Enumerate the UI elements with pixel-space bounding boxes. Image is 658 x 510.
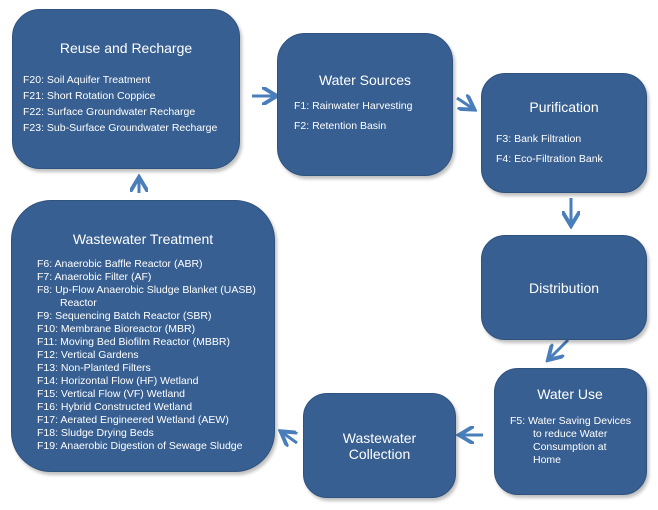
list-item: F23: Sub-Surface Groundwater Recharge xyxy=(23,122,218,134)
node-purification: Purification F3: Bank Filtration F4: Eco… xyxy=(481,73,647,193)
list-item: F7: Anaerobic Filter (AF) xyxy=(37,271,152,283)
node-items: F20: Soil Aquifer Treatment F21: Short R… xyxy=(23,72,239,136)
list-item: F20: Soil Aquifer Treatment xyxy=(23,74,151,86)
list-item: F2: Retention Basin xyxy=(294,120,387,132)
node-items: F1: Rainwater Harvesting F2: Retention B… xyxy=(294,96,452,136)
list-item: F11: Moving Bed Biofilm Reactor (MBBR) xyxy=(37,336,230,348)
list-item: F15: Vertical Flow (VF) Wetland xyxy=(37,388,186,400)
list-item: F13: Non-Planted Filters xyxy=(37,362,151,374)
node-distribution: Distribution xyxy=(481,235,647,340)
node-title-line-1: Wastewater xyxy=(342,429,417,446)
list-item: F6: Anaerobic Baffle Reactor (ABR) xyxy=(37,258,203,270)
list-item: F22: Surface Groundwater Recharge xyxy=(23,106,196,118)
list-item: F1: Rainwater Harvesting xyxy=(294,100,413,112)
list-item: F9: Sequencing Batch Reactor (SBR) xyxy=(37,310,212,322)
node-reuse-and-recharge: Reuse and Recharge F20: Soil Aquifer Tre… xyxy=(12,9,240,169)
list-item: F14: Horizontal Flow (HF) Wetland xyxy=(37,375,199,387)
node-title: Wastewater Treatment xyxy=(72,231,214,247)
list-item: F5: Water Saving Devices to reduce Water… xyxy=(510,415,631,466)
list-item: F4: Eco-Filtration Bank xyxy=(496,153,603,165)
node-title: Reuse and Recharge xyxy=(59,40,193,56)
list-item: F10: Membrane Bioreactor (MBR) xyxy=(37,323,196,335)
arrow-distribution-to-wateruse xyxy=(550,338,570,358)
arrow-collection-to-treatment xyxy=(283,433,297,443)
node-items: F3: Bank Filtration F4: Eco-Filtration B… xyxy=(496,129,646,169)
node-title-line-2: Collection xyxy=(348,445,411,462)
arrow-sources-to-purification xyxy=(456,98,472,108)
node-title: Water Use xyxy=(537,386,603,402)
list-item: F17: Aerated Engineered Wetland (AEW) xyxy=(37,414,229,426)
node-wastewater-collection: Wastewater Collection xyxy=(303,393,456,498)
node-water-use: Water Use F5: Water Saving Devices to re… xyxy=(494,368,647,495)
node-title: Water Sources xyxy=(318,72,412,88)
list-item: F3: Bank Filtration xyxy=(496,133,582,145)
list-item: F16: Hybrid Constructed Wetland xyxy=(37,401,193,413)
node-items: F6: Anaerobic Baffle Reactor (ABR) F7: A… xyxy=(37,258,274,453)
list-item: F12: Vertical Gardens xyxy=(37,349,139,361)
list-item: F19: Anaerobic Digestion of Sewage Sludg… xyxy=(37,440,243,452)
node-wastewater-treatment: Wastewater Treatment F6: Anaerobic Baffl… xyxy=(11,200,275,472)
node-water-sources: Water Sources F1: Rainwater Harvesting F… xyxy=(277,33,453,176)
node-title: Purification xyxy=(529,99,599,115)
list-item: F18: Sludge Drying Beds xyxy=(37,427,154,439)
node-items: F5: Water Saving Devices to reduce Water… xyxy=(510,415,638,467)
list-item: F8: Up-Flow Anaerobic Sludge Blanket (UA… xyxy=(37,284,256,309)
node-title: Distribution xyxy=(528,279,600,296)
list-item: F21: Short Rotation Coppice xyxy=(23,90,156,102)
